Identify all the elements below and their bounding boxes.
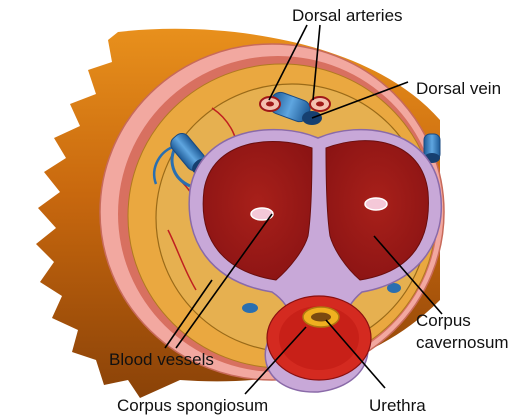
central-artery-right: [365, 198, 387, 210]
label-urethra: Urethra: [369, 396, 426, 415]
label-dorsal-arteries: Dorsal arteries: [292, 6, 403, 25]
label-blood-vessels: Blood vessels: [109, 350, 214, 369]
label-corpus-cavernosum-2: cavernosum: [416, 333, 509, 352]
urethra-lumen: [311, 313, 331, 322]
label-corpus-spongiosum: Corpus spongiosum: [117, 396, 268, 415]
label-dorsal-vein: Dorsal vein: [416, 79, 501, 98]
label-corpus-cavernosum-1: Corpus: [416, 311, 471, 330]
